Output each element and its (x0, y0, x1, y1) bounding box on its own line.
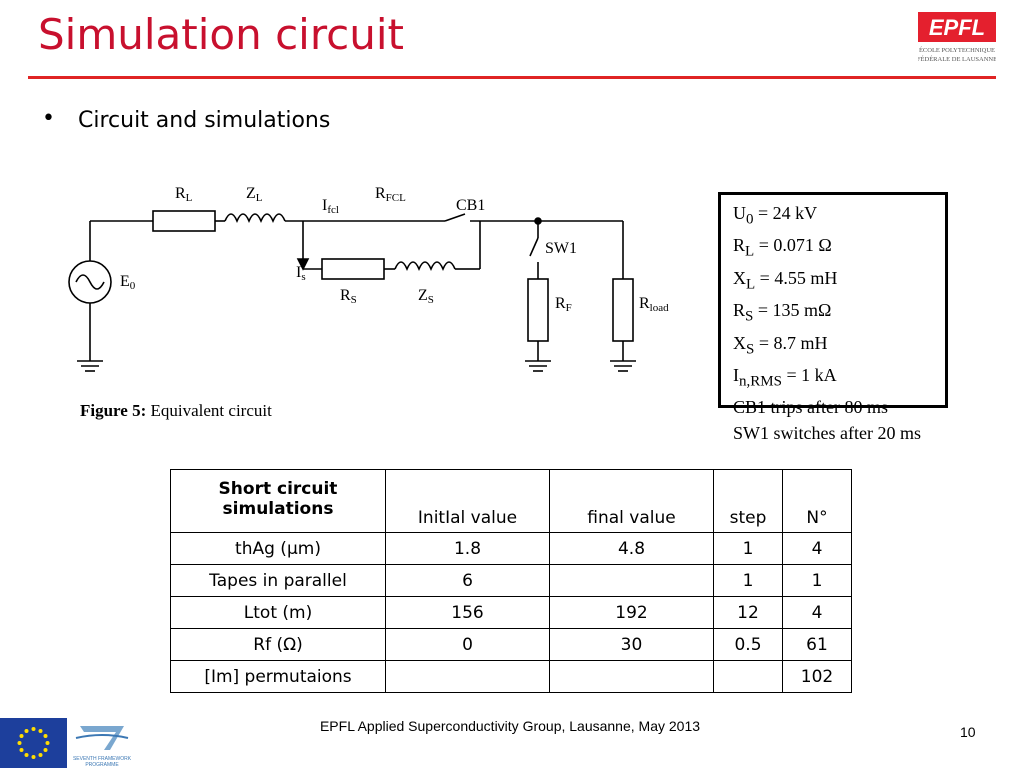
resistor-rl (152, 210, 216, 232)
cell-step (713, 660, 783, 693)
bullet-text: Circuit and simulations (78, 108, 331, 133)
header-initial: InitIal value (385, 469, 550, 533)
header-step: step (713, 469, 783, 533)
table-row: [Im] permutaions 102 (170, 660, 852, 693)
cell-name: [Im] permutaions (170, 660, 386, 693)
svg-text:FÉDÉRALE DE LAUSANNE: FÉDÉRALE DE LAUSANNE (918, 55, 996, 63)
cell-n: 102 (782, 660, 852, 693)
epfl-logo: EPFL ÉCOLE POLYTECHNIQUE FÉDÉRALE DE LAU… (918, 12, 996, 63)
svg-text:EPFL: EPFL (929, 15, 985, 40)
label-cb1: CB1 (456, 197, 485, 214)
page-number: 10 (960, 724, 976, 740)
fp7-logo: SEVENTH FRAMEWORK PROGRAMME (70, 718, 134, 768)
equivalent-circuit-diagram: RL ZL Ifcl RFCL CB1 Is RS ZS SW1 E0 RF R… (68, 185, 669, 420)
eu-flag-logo (0, 718, 67, 768)
label-rl: RL (175, 185, 193, 204)
label-ifcl: Ifcl (322, 197, 339, 216)
param-line: XS = 8.7 mH (733, 332, 828, 358)
inductor-zl (224, 213, 286, 224)
cell-initial: 156 (385, 596, 550, 629)
cell-final (549, 564, 714, 597)
param-line: SW1 switches after 20 ms (733, 423, 921, 444)
label-e0: E0 (120, 273, 136, 292)
inductor-zs (394, 261, 456, 272)
cell-step: 12 (713, 596, 783, 629)
label-rf: RF (555, 295, 572, 314)
label-rload: Rload (639, 295, 669, 314)
cell-n: 4 (782, 596, 852, 629)
label-rfcl: RFCL (375, 185, 406, 204)
svg-text:PROGRAMME: PROGRAMME (85, 762, 119, 768)
figure-caption: Figure 5: Equivalent circuit (80, 401, 272, 420)
cell-n: 4 (782, 532, 852, 565)
cell-name: Tapes in parallel (170, 564, 386, 597)
cell-final: 192 (549, 596, 714, 629)
table-row: Rf (Ω) 0 30 0.5 61 (170, 628, 852, 661)
switch-sw1 (529, 237, 539, 257)
resistor-rload (612, 278, 634, 342)
footer-text: EPFL Applied Superconductivity Group, La… (319, 718, 701, 734)
param-line: XL = 4.55 mH (733, 267, 838, 293)
cell-initial (385, 660, 550, 693)
label-rs: RS (340, 287, 357, 306)
cell-final: 4.8 (549, 532, 714, 565)
table-row: Tapes in parallel 6 1 1 (170, 564, 852, 597)
cell-step: 1 (713, 532, 783, 565)
title-divider (28, 76, 996, 79)
param-line: RL = 0.071 Ω (733, 235, 832, 260)
cell-n: 1 (782, 564, 852, 597)
slide-title: Simulation circuit (38, 10, 405, 59)
resistor-rf (527, 278, 549, 342)
header-final: final value (549, 469, 714, 533)
label-sw1: SW1 (545, 240, 577, 257)
cell-initial: 0 (385, 628, 550, 661)
param-line: U0 = 24 kV (733, 203, 818, 228)
cell-step: 1 (713, 564, 783, 597)
param-line: RS = 135 mΩ (733, 300, 832, 325)
label-is: Is (296, 264, 306, 283)
cell-n: 61 (782, 628, 852, 661)
bullet-marker: • (42, 106, 55, 131)
cell-final (549, 660, 714, 693)
label-zs: ZS (418, 287, 434, 306)
param-line: In,RMS = 1 kA (733, 364, 837, 390)
cell-name: Ltot (m) (170, 596, 386, 629)
param-line: CB1 trips after 80 ms (733, 397, 888, 418)
cell-initial: 1.8 (385, 532, 550, 565)
breaker-cb1 (444, 213, 466, 222)
svg-text:SEVENTH FRAMEWORK: SEVENTH FRAMEWORK (73, 756, 132, 762)
resistor-rs (321, 258, 385, 280)
header-n: N° (782, 469, 852, 533)
cell-step: 0.5 (713, 628, 783, 661)
cell-initial: 6 (385, 564, 550, 597)
table-row: Ltot (m) 156 192 12 4 (170, 596, 852, 629)
cell-name: Rf (Ω) (170, 628, 386, 661)
parameter-box: U0 = 24 kV RL = 0.071 Ω XL = 4.55 mH RS … (718, 192, 948, 443)
cell-name: thAg (µm) (170, 532, 386, 565)
table-row: thAg (µm) 1.8 4.8 1 4 (170, 532, 852, 565)
cell-final: 30 (549, 628, 714, 661)
label-zl: ZL (246, 185, 263, 204)
svg-text:ÉCOLE POLYTECHNIQUE: ÉCOLE POLYTECHNIQUE (919, 46, 995, 54)
